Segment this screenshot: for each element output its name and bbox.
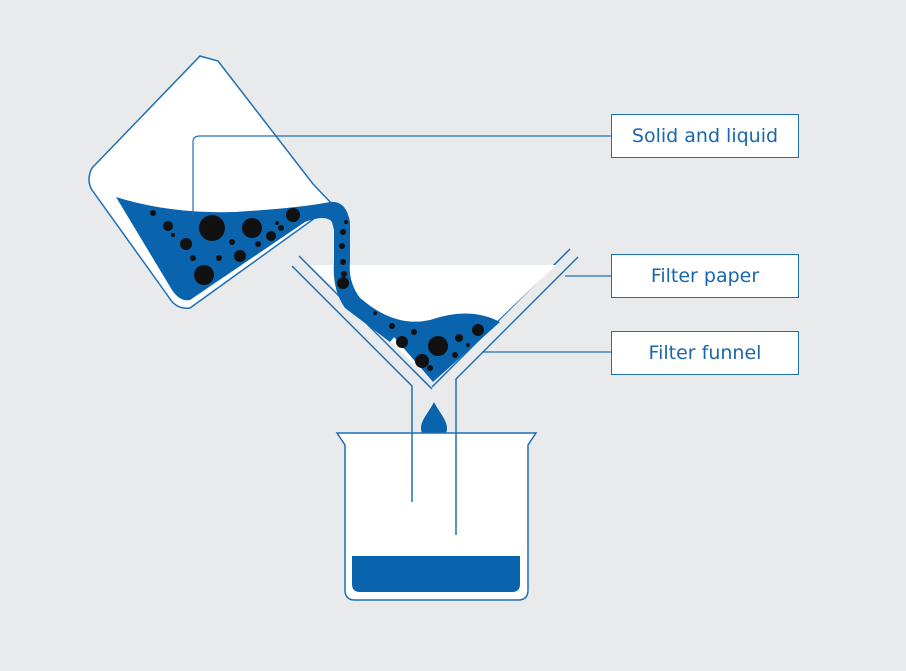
stream-particles (337, 220, 349, 289)
droplet-icon (421, 402, 447, 441)
pouring-beaker-liquid (116, 197, 350, 301)
label-filter-funnel: Filter funnel (611, 331, 799, 375)
label-filter-paper: Filter paper (611, 254, 799, 298)
funnel-stem (411, 433, 457, 535)
collecting-beaker-icon (335, 432, 538, 601)
leader-line-solid-and-liquid (192, 135, 611, 216)
collected-filtrate (352, 556, 520, 592)
pouring-beaker-icon (88, 55, 350, 309)
label-solid-and-liquid: Solid and liquid (611, 114, 799, 158)
pouring-beaker-particles (150, 208, 300, 285)
residue-particles (373, 311, 484, 371)
pouring-stream (333, 222, 400, 342)
